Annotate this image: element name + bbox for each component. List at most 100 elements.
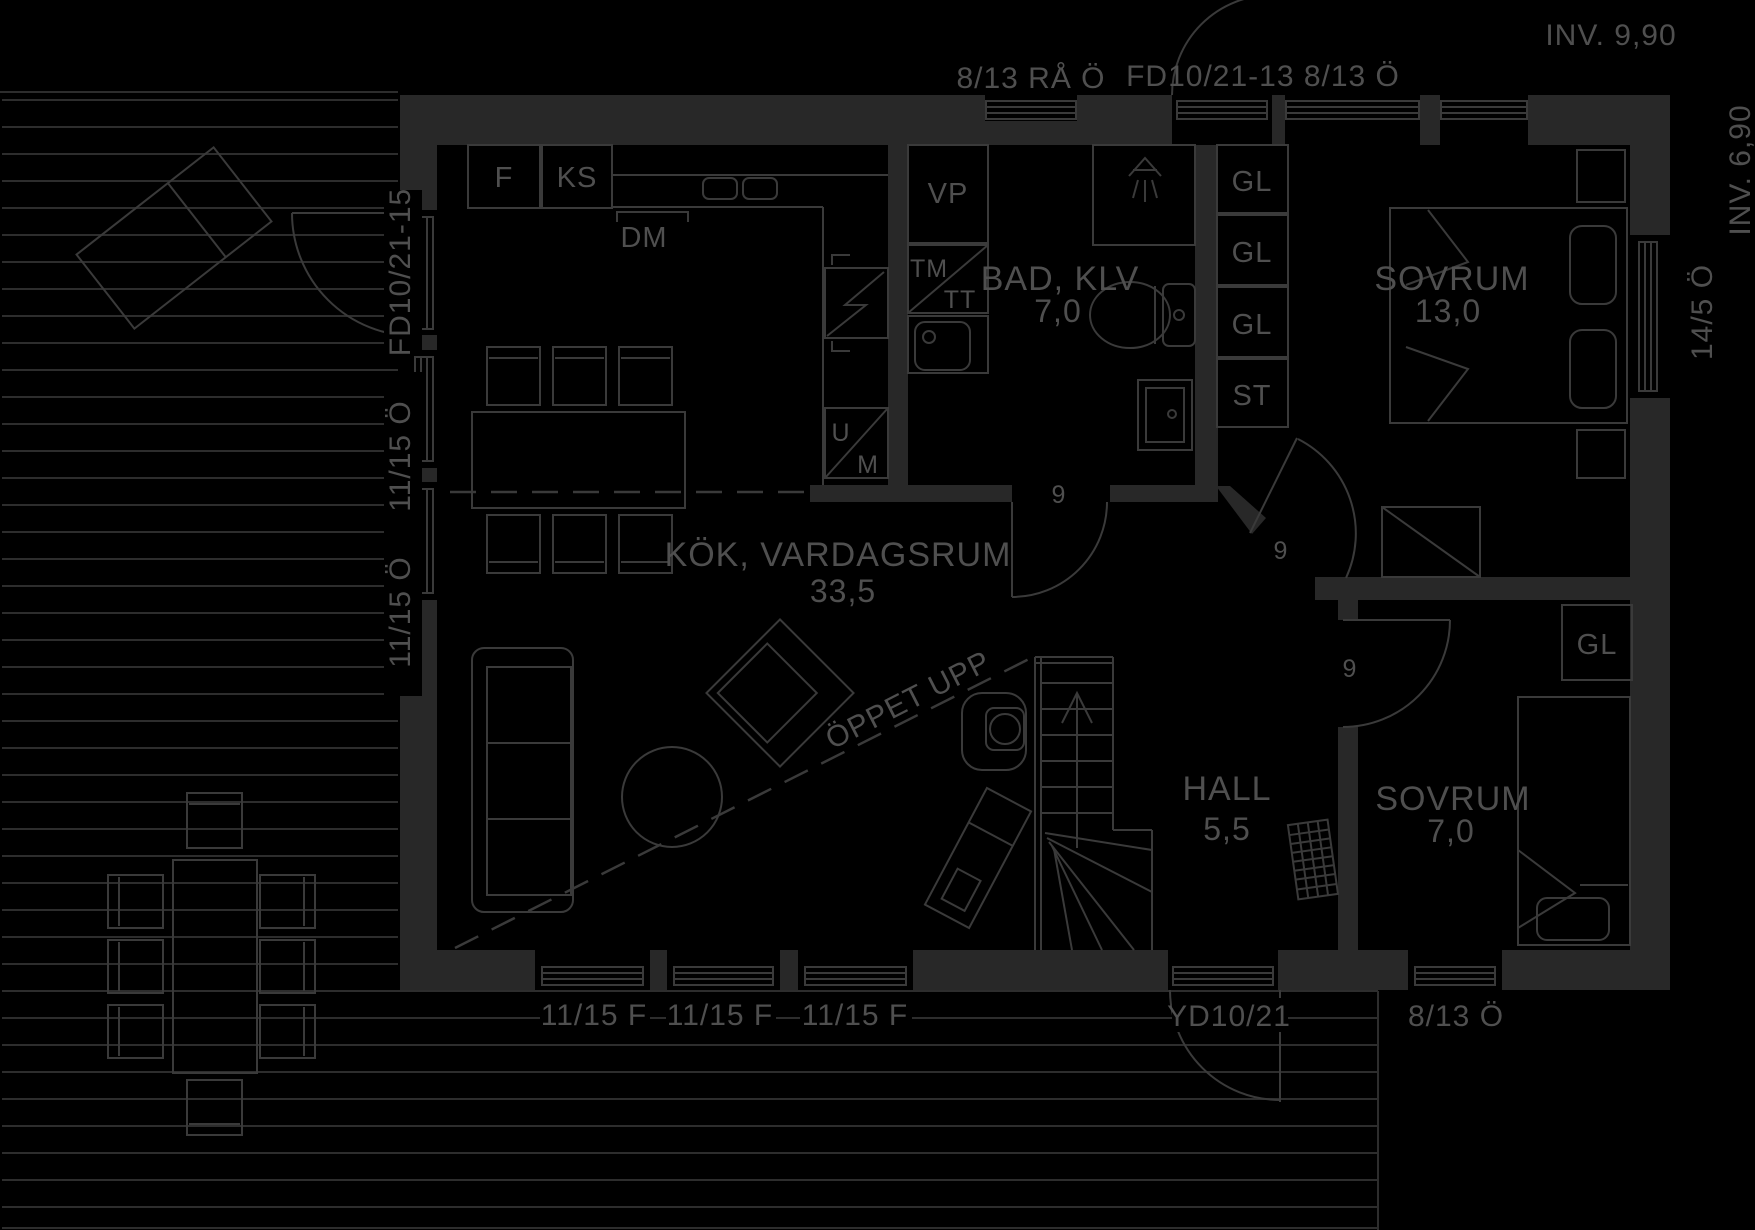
sink-basin	[742, 177, 778, 200]
deck-table	[172, 859, 258, 1074]
label-area-bedroom-large: 13,0	[1415, 293, 1481, 329]
window-symbol	[1414, 966, 1496, 986]
deck-chair	[186, 792, 243, 849]
label-backgrounds	[384, 190, 1288, 1032]
closet-3	[1216, 286, 1289, 358]
fridge	[467, 144, 541, 209]
deck-chair	[107, 874, 164, 929]
label-area-bath: 7,0	[1034, 293, 1081, 329]
pillow	[1536, 897, 1610, 941]
label-oven: U	[831, 419, 850, 447]
closet-bedroom-small	[1561, 604, 1633, 681]
label-room-hall: HALL	[1182, 770, 1271, 808]
pillow	[1569, 329, 1617, 409]
dining-table	[471, 411, 686, 509]
dining-set	[471, 346, 686, 574]
label-bottom-window-4: 8/13 Ö	[1408, 1000, 1504, 1033]
desk	[1381, 506, 1481, 578]
label-water-heater: VP	[928, 178, 969, 210]
label-room-bedroom-small: SOVRUM	[1375, 780, 1530, 818]
window-symbol	[1176, 100, 1268, 120]
hall-rack	[1286, 818, 1340, 901]
window-symbol	[985, 100, 1077, 120]
diagonal-wall	[1216, 486, 1266, 534]
bath-cabinet	[1137, 379, 1193, 451]
bath-fittings	[907, 144, 1196, 451]
label-inv-top: INV. 9,90	[1545, 19, 1676, 52]
label-dishwasher: DM	[620, 222, 667, 254]
deck-chair	[259, 1004, 316, 1059]
label-door-width-bath: 9	[1052, 481, 1067, 509]
closet-2	[1216, 214, 1289, 286]
label-microwave: M	[857, 451, 879, 479]
label-dryer: TT	[944, 286, 977, 314]
dishwasher-mark	[616, 211, 689, 222]
living-room-furniture	[471, 618, 1033, 930]
label-door-width-bedroom-large: 9	[1274, 537, 1289, 565]
label-left-door: FD10/21-15	[384, 188, 417, 356]
label-top-door: FD10/21-13 8/13 Ö	[1126, 60, 1400, 93]
washer-dryer	[907, 244, 989, 314]
label-closet-3: GL	[1232, 309, 1273, 341]
window-symbol	[1440, 100, 1528, 120]
window-symbol	[804, 966, 907, 986]
chair	[618, 514, 673, 574]
armchair-2	[961, 692, 1027, 771]
chair	[552, 514, 607, 574]
blanket-fold	[1405, 346, 1470, 422]
hob	[824, 267, 889, 339]
deck-chair	[259, 939, 316, 994]
sink-basin	[702, 177, 738, 200]
label-storage: ST	[1232, 380, 1271, 412]
label-left-window-2: 11/15 Ö	[384, 556, 417, 668]
armchair	[705, 618, 855, 768]
label-room-bath: BAD, KLV	[981, 260, 1140, 298]
chair	[552, 346, 607, 406]
bath-door-arc	[1011, 501, 1108, 598]
blanket-fold	[1405, 209, 1470, 286]
label-left-window-1: 11/15 Ö	[384, 400, 417, 512]
closets	[1216, 144, 1633, 681]
coffee-table	[621, 746, 723, 848]
bedroom-large-door-arc	[1297, 438, 1357, 579]
bedroom-small-door-arc	[1342, 619, 1451, 728]
label-freezer: KS	[557, 162, 598, 194]
deck-boards	[0, 91, 1379, 1230]
hob-zigzag	[826, 271, 885, 337]
single-bed	[1517, 696, 1631, 946]
tv-bench	[923, 786, 1033, 930]
side-lamp	[989, 713, 1021, 745]
shower-head-icon	[1128, 156, 1162, 177]
stairs	[1034, 656, 1153, 951]
label-inv-right: INV. 6,90	[1724, 104, 1755, 235]
window-symbol	[541, 966, 644, 986]
bedroom-small-furniture	[1517, 696, 1631, 946]
label-entry-door: YD10/21	[1167, 1000, 1291, 1033]
sofa	[471, 647, 574, 913]
label-top-window: 8/13 RÅ Ö	[956, 62, 1105, 95]
window-symbol	[1285, 100, 1420, 120]
washbasin	[914, 321, 971, 371]
deck-furniture	[75, 145, 316, 1136]
bedroom-large-door-leaf	[1249, 437, 1298, 534]
blanket-fold	[1517, 849, 1577, 929]
chair	[486, 346, 541, 406]
label-closet-bedroom-small: GL	[1577, 629, 1618, 661]
bedroom-large-furniture	[1381, 149, 1628, 578]
chair	[618, 346, 673, 406]
deck-chair	[107, 939, 164, 994]
oven-microwave	[824, 407, 889, 479]
label-area-bedroom-small: 7,0	[1427, 813, 1474, 849]
open-above-dashed-line	[454, 655, 1034, 950]
closet-1	[1216, 144, 1289, 214]
label-bottom-window-1: 11/15 F	[541, 999, 648, 1032]
water-heater-closet	[907, 144, 989, 244]
winder-tread	[1044, 832, 1153, 851]
toilet	[1089, 281, 1171, 349]
shower	[1092, 144, 1196, 246]
label-fridge: F	[495, 162, 514, 194]
double-bed	[1389, 207, 1628, 424]
annotation-lines	[450, 490, 1034, 950]
